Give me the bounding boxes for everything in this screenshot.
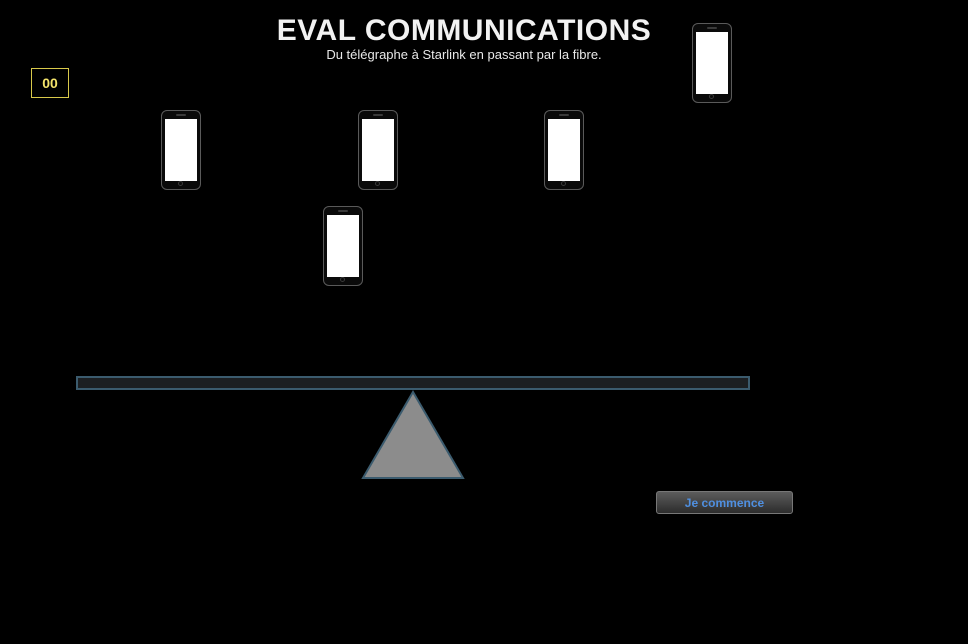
phone-speaker — [559, 114, 569, 116]
phone-home-button — [178, 181, 183, 186]
balance-fulcrum — [361, 390, 465, 479]
start-button[interactable]: Je commence — [656, 491, 793, 514]
phone-speaker — [373, 114, 383, 116]
phone-home-button — [709, 94, 714, 99]
phone-card-2[interactable] — [161, 110, 201, 190]
fulcrum-triangle — [361, 390, 465, 479]
phone-card-4[interactable] — [544, 110, 584, 190]
score-counter: 00 — [31, 68, 69, 98]
phone-card-3[interactable] — [358, 110, 398, 190]
phone-home-button — [561, 181, 566, 186]
page-subtitle: Du télégraphe à Starlink en passant par … — [326, 47, 602, 62]
page-title: EVAL COMMUNICATIONS — [276, 14, 652, 47]
phone-home-button — [340, 277, 345, 282]
phone-screen — [165, 119, 197, 181]
phone-card-1[interactable] — [692, 23, 732, 103]
phone-screen — [548, 119, 580, 181]
phone-card-5[interactable] — [323, 206, 363, 286]
phone-screen — [696, 32, 728, 94]
phone-screen — [362, 119, 394, 181]
phone-speaker — [176, 114, 186, 116]
phone-home-button — [375, 181, 380, 186]
phone-speaker — [707, 27, 717, 29]
phone-screen — [327, 215, 359, 277]
balance-beam — [76, 376, 750, 390]
phone-speaker — [338, 210, 348, 212]
